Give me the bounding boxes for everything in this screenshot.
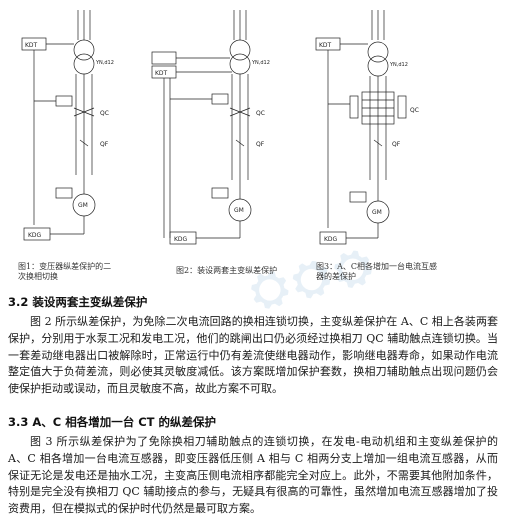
- fig3-kdg-label: KDG: [324, 236, 338, 243]
- fig3-qc-label: QC: [410, 107, 419, 114]
- figures-svg: KDT YN,d12 QC QF GM KDG KDT YN,d12 QC QF…: [21, 10, 419, 245]
- figure-1: [21, 10, 96, 241]
- fig3-ratio-label: YN,d12: [389, 62, 408, 68]
- fig2-qc-label: QC: [256, 110, 265, 117]
- figure-2: [151, 10, 252, 245]
- fig2-qf-label: QF: [256, 141, 265, 148]
- fig1-qf-label: QF: [100, 141, 109, 148]
- fig1-qc-label: QC: [100, 110, 109, 117]
- section-3-3-body: 图 3 所示纵差保护为了免除换相刀辅助触点的连锁切换，在发电-电动机组和主变纵差…: [8, 435, 498, 516]
- fig2-caption: 图2：装设两套主变纵差保护: [176, 266, 278, 275]
- fig1-kdg-label: KDG: [28, 232, 42, 239]
- fig3-caption: 图3：A、C相各增加一台电流互感 器的差保护: [316, 262, 437, 281]
- fig3-qf-label: QF: [392, 141, 401, 148]
- fig3-kdt-label: KDT: [319, 42, 332, 49]
- fig1-caption: 图1：变压器纵差保护的二 次换相切换: [18, 262, 112, 281]
- fig1-gm-label: GM: [78, 202, 88, 209]
- figure-3: [315, 10, 407, 245]
- fig1-kdt-label: KDT: [25, 42, 38, 49]
- section-3-2-body: 图 2 所示纵差保护，为免除二次电流回路的换相连锁切换，主变纵差保护在 A、C …: [8, 315, 498, 396]
- section-3-3-title: 3.3 A、C 相各增加一台 CT 的纵差保护: [8, 415, 217, 429]
- fig3-gm-label: GM: [372, 209, 382, 216]
- fig2-kdg-label: KDG: [174, 236, 188, 243]
- fig2-kdt-label: KDT: [155, 70, 168, 77]
- section-3-2-title: 3.2 装设两套主变纵差保护: [8, 295, 148, 309]
- fig2-gm-label: GM: [234, 207, 244, 214]
- fig1-ratio-label: YN,d12: [95, 60, 114, 66]
- fig2-ratio-label: YN,d12: [251, 60, 270, 66]
